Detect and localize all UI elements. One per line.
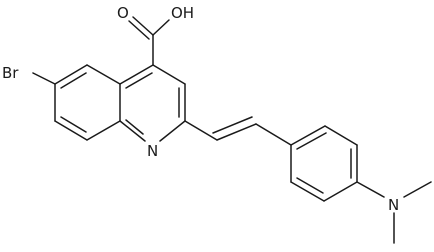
bond-c2-n1: [159, 120, 186, 142]
bond-ar2-ar3: [324, 125, 358, 146]
bond-c5-c6: [54, 64, 88, 85]
bond-c4a-c5: [86, 64, 121, 85]
atom-label-quinoline-nitrogen: N: [147, 142, 158, 160]
bond-carbonyl-double-a: [132, 16, 154, 36]
bond-n1-c8a-inner: [125, 119, 144, 135]
bond-c4a-c4-inner: [125, 72, 153, 89]
bond-n-methyl-right: [403, 181, 432, 198]
bond-c4a-c4: [119, 64, 154, 85]
bond-c7-c8: [54, 120, 88, 141]
bond-c4-c3: [152, 64, 186, 85]
bond-ar5-ar6-inner: [296, 177, 324, 194]
bonds: [32, 16, 432, 244]
bond-c6-br: [32, 72, 56, 85]
atom-label-bromine: Br: [2, 64, 19, 82]
bond-n1-c8a: [119, 120, 146, 142]
atom-label-hydroxyl: OH: [171, 4, 194, 22]
bond-c2-vinyl: [184, 120, 218, 141]
bond-ar4-n: [356, 181, 385, 198]
bond-ar1-ar2: [290, 125, 326, 146]
atom-label-carbonyl-oxygen: O: [117, 4, 129, 22]
atom-labels: Br N N O OH: [2, 4, 399, 214]
bond-c7-c8-inner: [60, 116, 87, 133]
bond-vinyl-double-b: [212, 116, 253, 134]
bond-vinyl-double-a: [216, 123, 257, 141]
bond-carbonyl-double-b: [128, 20, 150, 40]
bond-c8-c8a: [86, 120, 121, 141]
bond-carboxyl-oh: [152, 19, 170, 36]
bond-ar1-ar2-inner: [296, 132, 327, 150]
bond-c5-c6-inner: [60, 72, 87, 89]
bond-ar4-ar5: [323, 181, 358, 202]
bond-vinyl-aryl: [255, 123, 292, 146]
bond-ar5-ar6: [290, 181, 325, 202]
atom-label-dimethylamino-nitrogen: N: [388, 196, 399, 214]
